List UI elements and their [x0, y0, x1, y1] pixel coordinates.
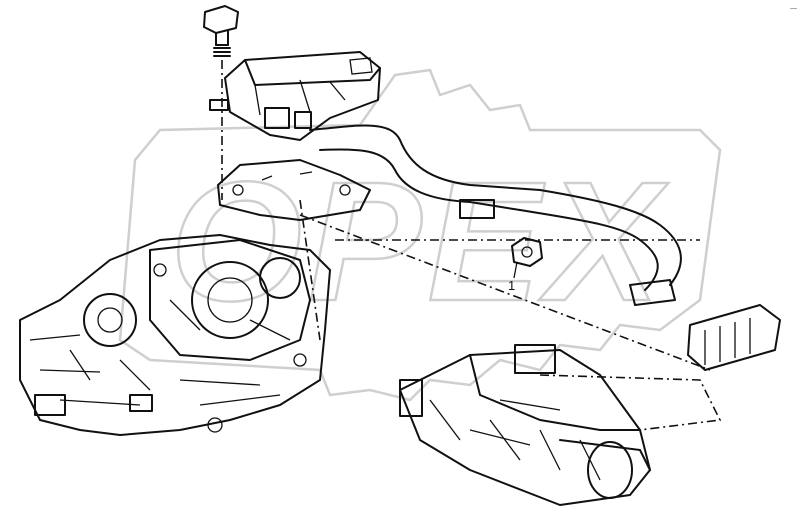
starter-motor: [399, 344, 651, 506]
mounting-bracket: [217, 159, 371, 221]
assembly-line-a: [299, 214, 711, 371]
callout-leader: [513, 261, 518, 279]
relay-box: [687, 304, 781, 371]
corner-mark: —: [790, 5, 797, 12]
assembly-line-d: [299, 199, 321, 341]
watermark-gear: [118, 68, 722, 402]
bolt: [203, 5, 239, 111]
transmission-housing: [19, 234, 331, 436]
callout-label: 1: [508, 278, 515, 293]
control-unit: [224, 51, 381, 141]
cable-harness: [309, 124, 682, 306]
nut: [511, 237, 543, 267]
assembly-line-c: [539, 374, 722, 431]
